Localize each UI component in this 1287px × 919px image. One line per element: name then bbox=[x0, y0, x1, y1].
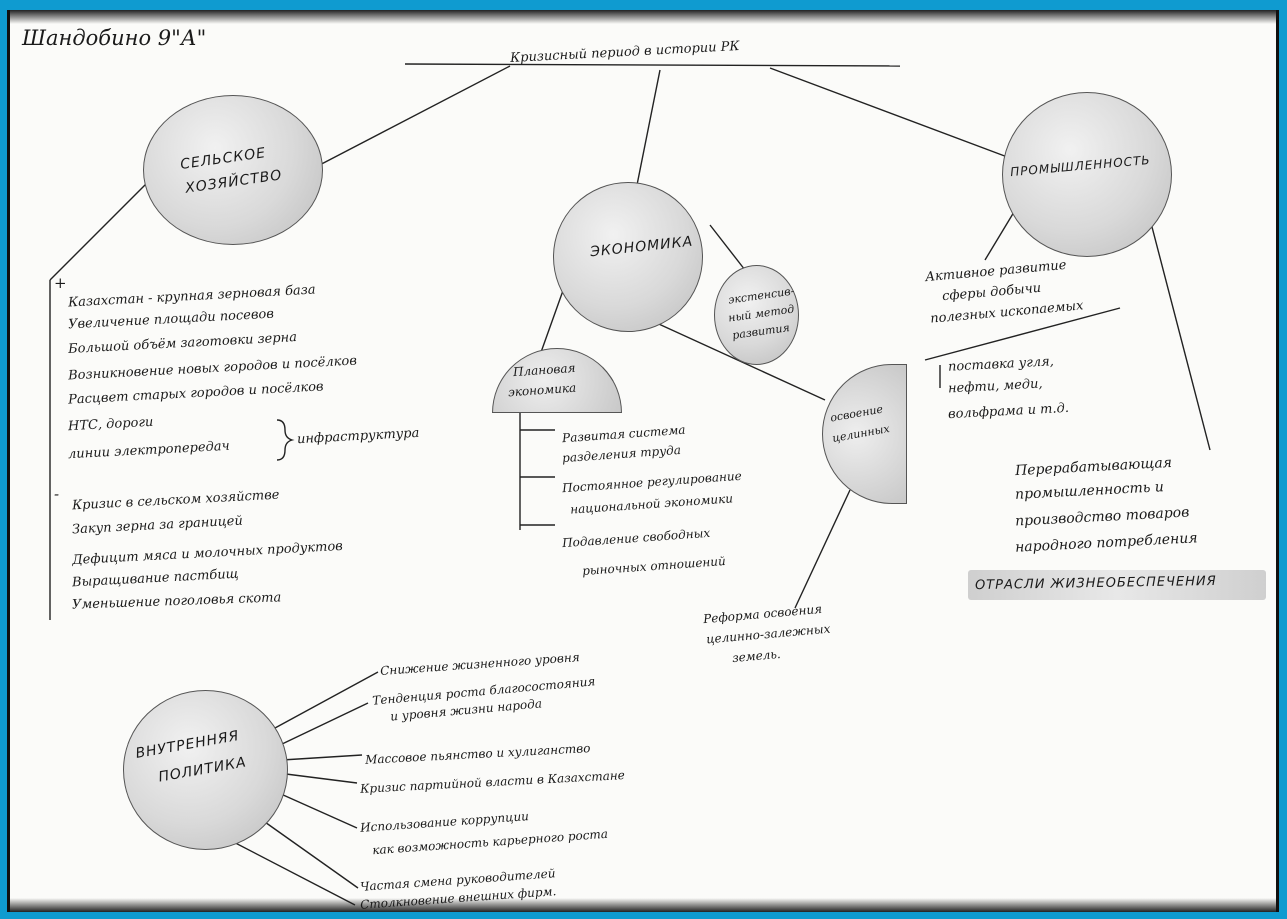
line-politics-7 bbox=[219, 834, 356, 906]
line-virgin-reform bbox=[794, 489, 851, 609]
line-title-industry bbox=[769, 67, 1011, 159]
highlight-bar bbox=[968, 570, 1266, 600]
infrastructure-brace bbox=[276, 419, 295, 461]
author-note: Шандобино 9"А" bbox=[22, 26, 207, 50]
extensive-method-circle bbox=[714, 265, 799, 365]
mind-map-sheet: Шандобино 9"А" Кризисный период в истори… bbox=[7, 10, 1279, 912]
politics-circle bbox=[123, 690, 288, 850]
line-agri-list bbox=[49, 179, 151, 281]
life-support-branches: ОТРАСЛИ ЖИЗНЕОБЕСПЕЧЕНИЯ bbox=[974, 573, 1217, 594]
minus-sign: - bbox=[54, 485, 60, 503]
line-economy-planned bbox=[539, 284, 566, 356]
economy-circle bbox=[553, 182, 703, 332]
line-politics-6 bbox=[254, 814, 359, 889]
bottom-edge-shadow bbox=[10, 898, 1276, 912]
line-title-agriculture bbox=[309, 65, 511, 171]
line-politics-4 bbox=[277, 772, 358, 784]
agriculture-circle bbox=[143, 95, 323, 245]
line-politics-3 bbox=[281, 754, 363, 761]
line-politics-2 bbox=[279, 702, 369, 746]
line-active-supply bbox=[924, 307, 1121, 361]
title-underline bbox=[404, 63, 901, 67]
plus-sign: + bbox=[54, 274, 67, 292]
line-politics-5 bbox=[271, 789, 358, 829]
line-economy-method bbox=[709, 224, 746, 271]
line-industry-processing bbox=[1144, 199, 1211, 451]
line-politics-1 bbox=[274, 671, 379, 729]
line-title-economy bbox=[634, 69, 661, 196]
industry-circle bbox=[1002, 92, 1172, 257]
top-edge-shadow bbox=[10, 10, 1276, 24]
